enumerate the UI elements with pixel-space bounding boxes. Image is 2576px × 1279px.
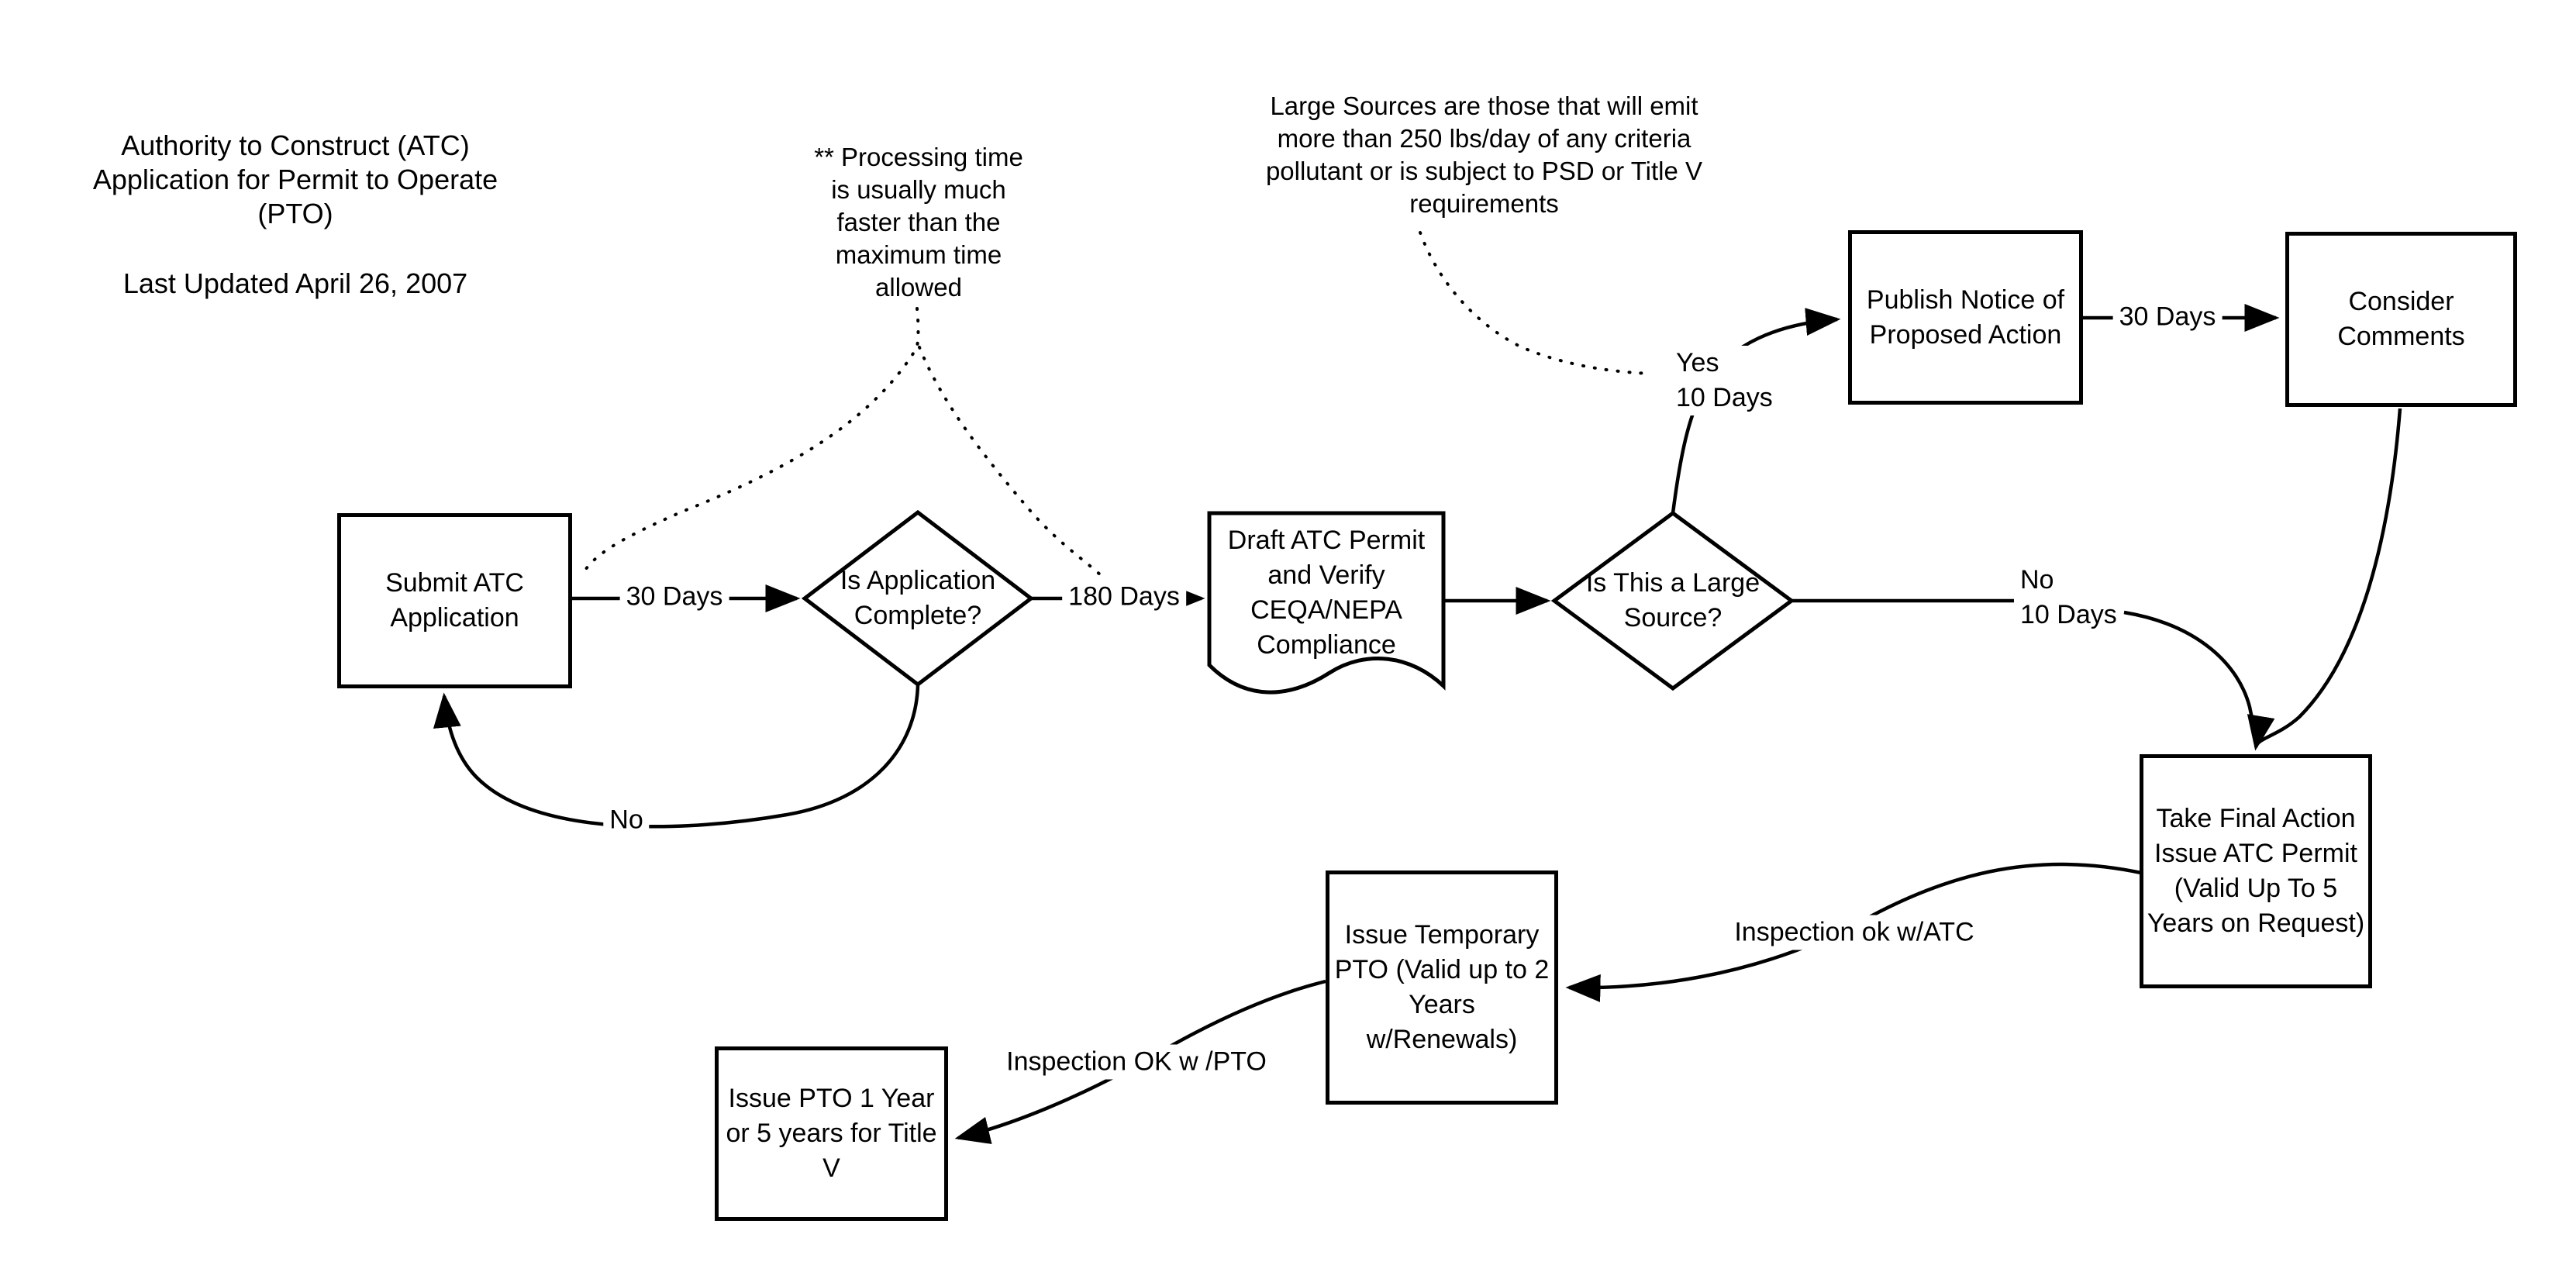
label-inspection-ok-atc: Inspection ok w/ATC	[1728, 915, 1981, 950]
node-issue-temporary-pto: Issue Temporary PTO (Valid up to 2 Years…	[1326, 870, 1558, 1105]
edge-largesource-no-curve	[2123, 610, 2257, 743]
label-yes-10-days: Yes 10 Days	[1676, 346, 1773, 415]
diamond-is-application-complete	[801, 509, 1035, 688]
label-30-days-publish: 30 Days	[2112, 299, 2223, 335]
page-title: Authority to Construct (ATC) Application…	[92, 129, 498, 229]
edge-consider-to-final	[2247, 408, 2402, 751]
document-label-draft-permit: Draft ATC Permit and Verify CEQA/NEPA Co…	[1227, 525, 1426, 660]
diamond-label-application-complete: Is Application Complete?	[840, 566, 996, 630]
label-no-loop: No	[603, 802, 650, 838]
dotted-connector-processing-left	[581, 307, 920, 575]
title-block: Authority to Construct (ATC) Application…	[67, 129, 524, 301]
node-submit-atc-application: Submit ATC Application	[337, 513, 572, 688]
node-issue-pto: Issue PTO 1 Year or 5 years for Title V	[715, 1046, 948, 1221]
node-publish-notice: Publish Notice of Proposed Action	[1848, 230, 2083, 405]
last-updated-text: Last Updated April 26, 2007	[122, 267, 468, 299]
edge-complete-no-loop	[433, 684, 920, 829]
label-180-days: 180 Days	[1062, 579, 1186, 615]
note-processing-time: ** Processing time is usually much faste…	[814, 143, 1023, 302]
node-consider-comments: Consider Comments	[2285, 232, 2517, 407]
dotted-connector-large-sources	[1419, 231, 1651, 375]
diamond-label-large-source: Is This a Large Source?	[1585, 568, 1760, 633]
node-take-final-action: Take Final Action Issue ATC Permit (Vali…	[2140, 754, 2372, 988]
note-large-sources: Large Sources are those that will emit m…	[1265, 91, 1703, 218]
diamond-is-large-source	[1550, 510, 1795, 691]
document-shape-draft-permit	[1207, 511, 1446, 695]
label-no-10-days: No 10 Days	[2020, 563, 2117, 633]
label-inspection-ok-pto: Inspection OK w /PTO	[1000, 1044, 1273, 1080]
label-30-days-submit: 30 Days	[619, 579, 729, 615]
